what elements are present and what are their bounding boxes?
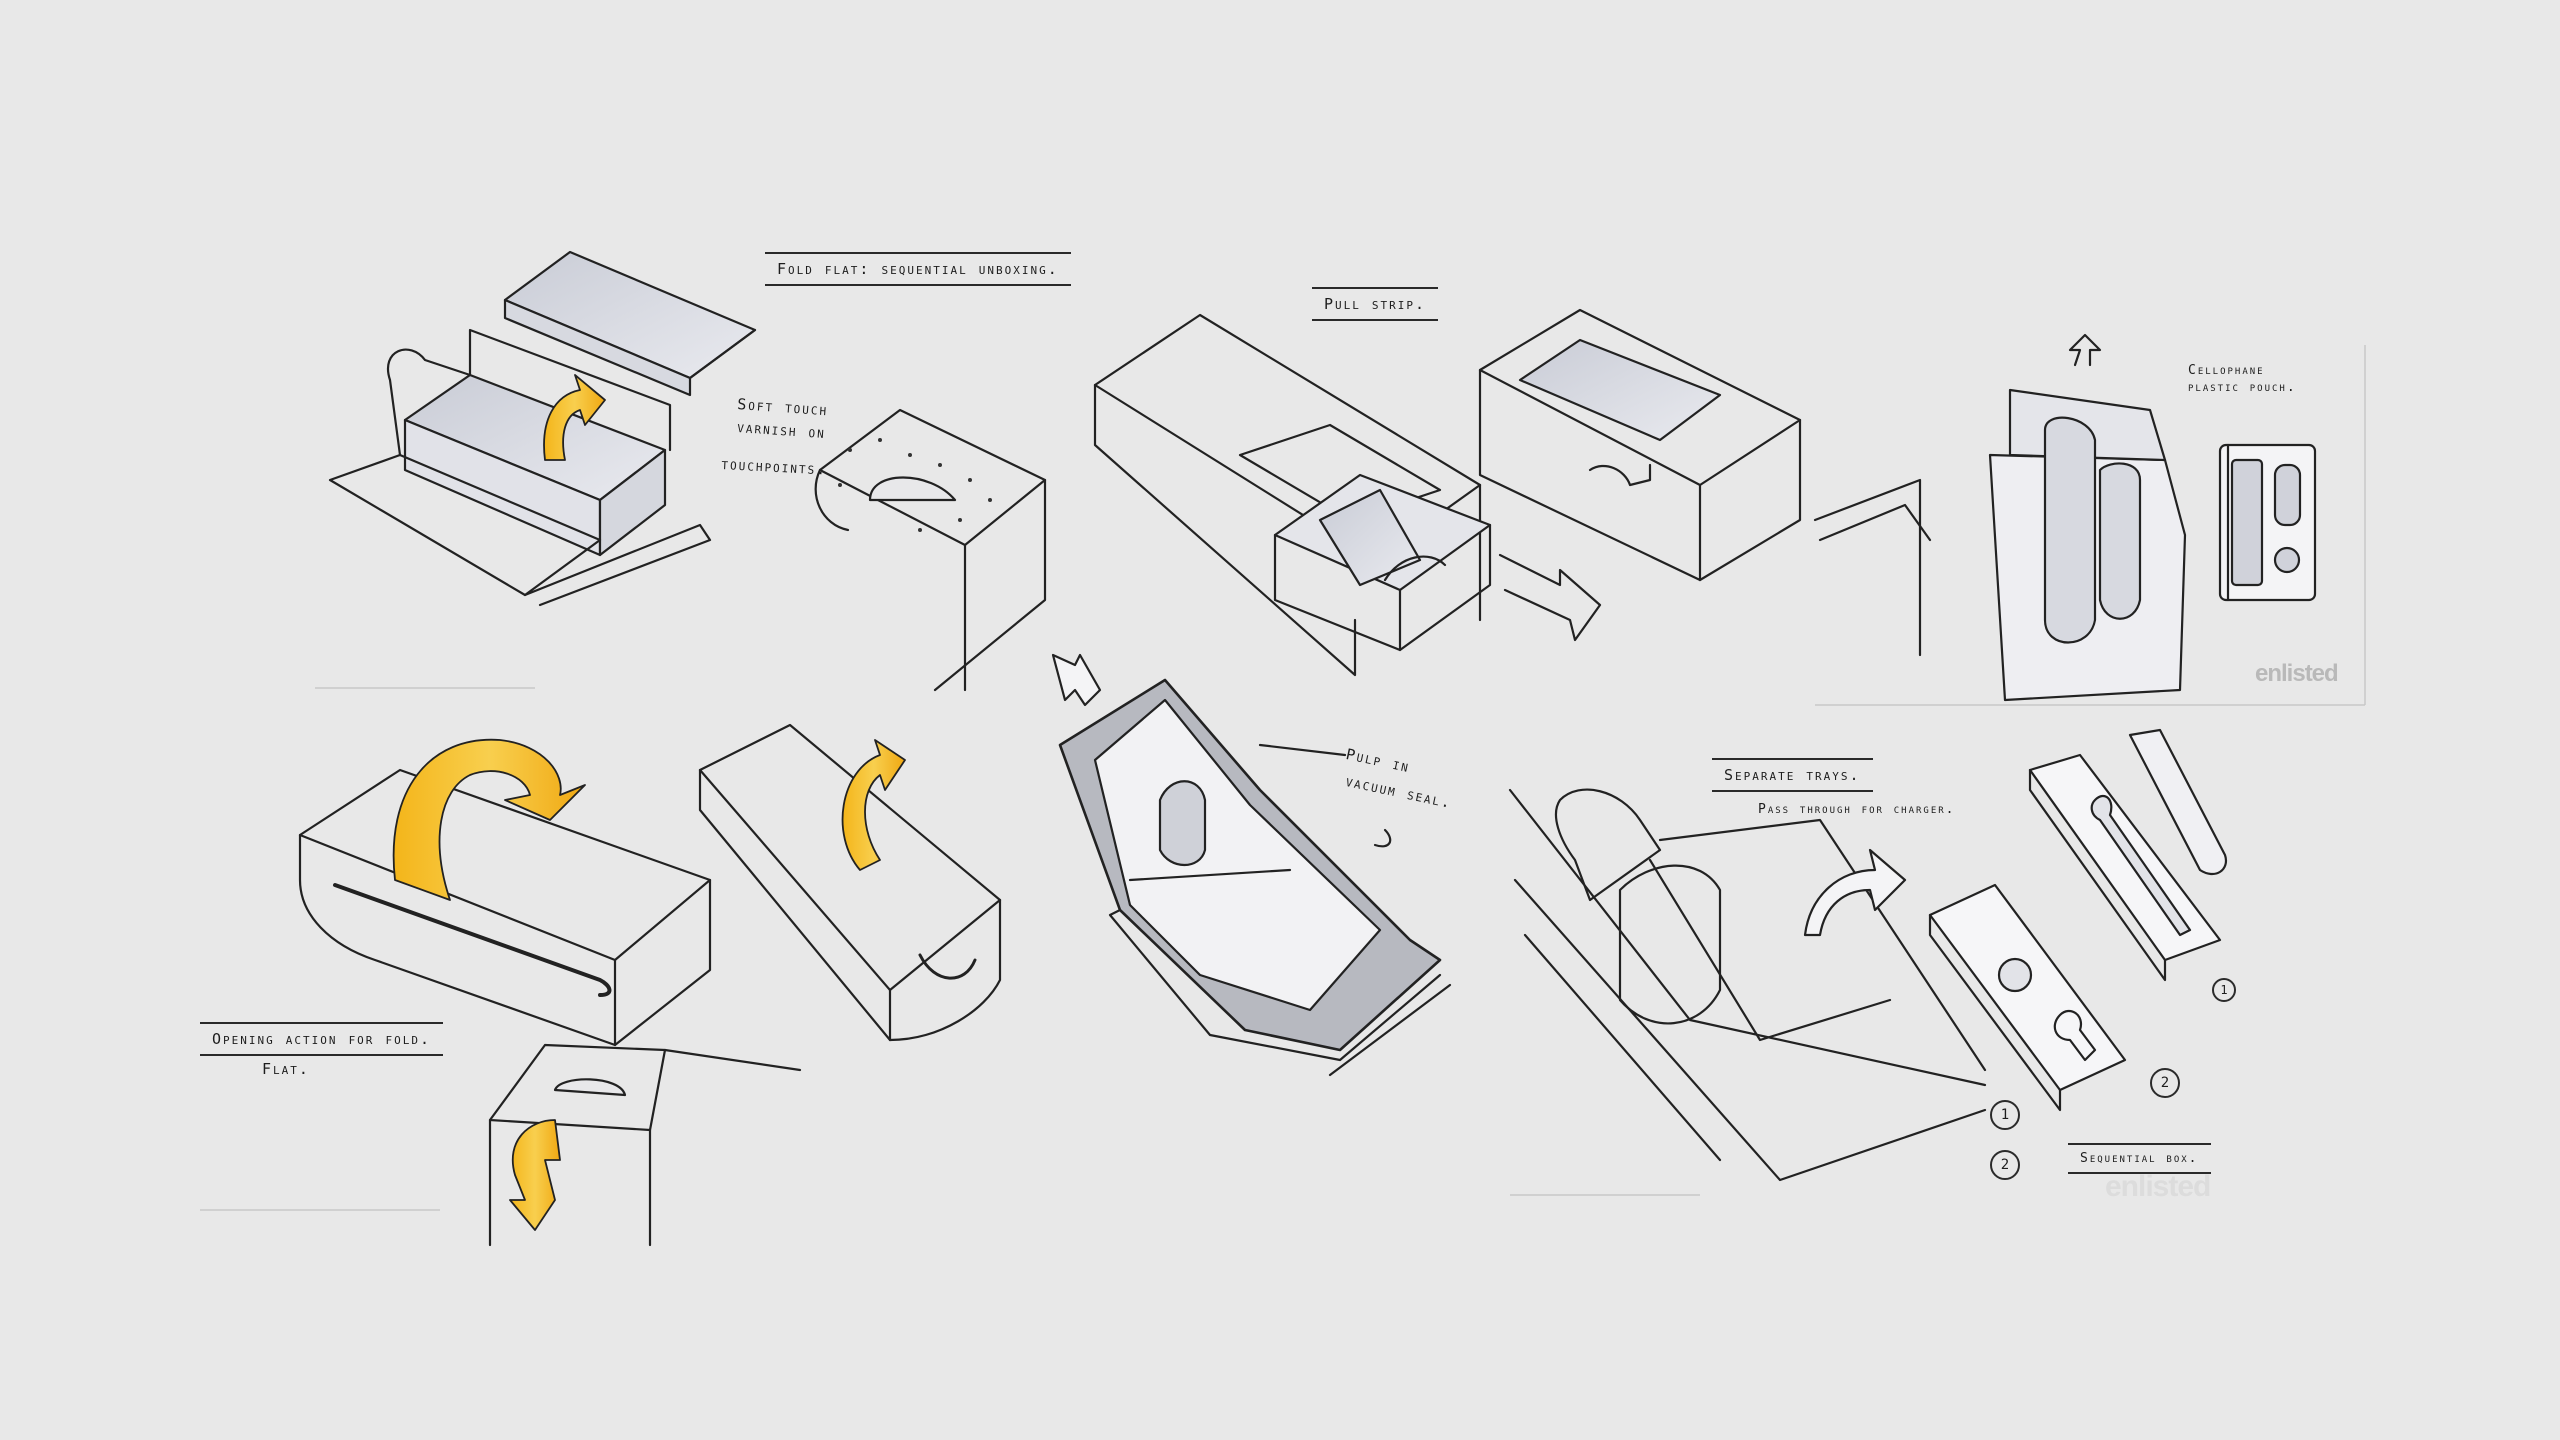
note-opening-action-line2: Flat. [262, 1060, 310, 1078]
sketch-separate-trays [1508, 728, 2228, 1182]
sketch-fold-flat-box [328, 250, 757, 607]
step-number-1-tray: 1 [1990, 1100, 2020, 1130]
watermark-top-right: enlisted [2255, 660, 2339, 687]
watermark-bottom-right: enlisted [2105, 1170, 2211, 1203]
sketch-cellophane-pouch [1813, 333, 2317, 702]
sketch-opening-action-box [298, 738, 802, 1247]
sketch-pull-strip-box [1093, 308, 1802, 677]
note-cellophane-line2: plastic pouch. [2188, 380, 2297, 395]
sketch-dcut-box [814, 408, 1047, 692]
sketch-pulp-vacuum-seal [1051, 653, 1452, 1077]
note-pull-strip: Pull strip. [1312, 287, 1439, 321]
note-pass-through: Pass through for charger. [1758, 802, 1956, 817]
note-opening-action-line1: Opening action for fold. [200, 1022, 443, 1056]
note-sequential-box: Sequential box. [2068, 1143, 2211, 1174]
note-fold-flat: Fold flat: sequential unboxing. [765, 252, 1071, 286]
note-separate-trays: Separate trays. [1712, 758, 1873, 792]
step-number-1-small: 1 [2212, 978, 2236, 1002]
step-number-2-small: 2 [2150, 1068, 2180, 1098]
sketch-tall-box [698, 723, 1002, 1042]
note-cellophane-line1: Cellophane [2188, 363, 2265, 378]
step-number-2-tray: 2 [1990, 1150, 2020, 1180]
